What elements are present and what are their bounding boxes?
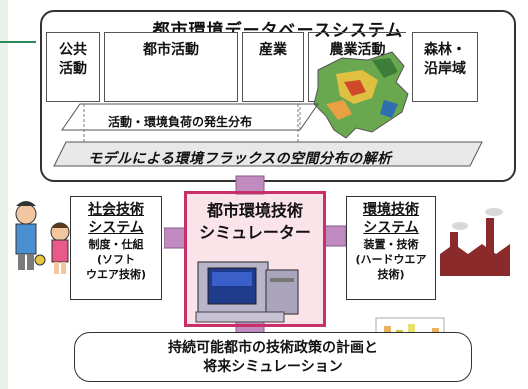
- category-label: 産業: [259, 42, 287, 58]
- urban-environment-simulator: 都市環境技術 シミュレーター: [184, 191, 326, 327]
- simulator-title-line2: シミュレーター: [199, 223, 311, 242]
- category-label: 公共 活動: [59, 42, 87, 77]
- env-sub-line1: 装置・技術: [363, 238, 419, 251]
- flux-analysis-label: モデルによる環境フラックスの空間分布の解析: [88, 151, 392, 167]
- social-sub-line1: 制度・仕組: [88, 238, 144, 251]
- people-illustration: [15, 201, 70, 274]
- social-title-line1: 社会技術: [88, 202, 144, 218]
- regional-map-image: [313, 51, 409, 139]
- simulator-title-line1: 都市環境技術: [206, 201, 303, 220]
- factory-illustration: [440, 208, 510, 276]
- distribution-label: 活動・環境負荷の発生分布: [108, 115, 253, 129]
- computer-icon: [195, 261, 299, 323]
- left-accent-bar: [0, 0, 8, 389]
- category-label: 森林・ 沿岸域: [424, 42, 466, 77]
- env-sub-line3: 技術): [377, 268, 405, 281]
- env-title-line1: 環境技術: [363, 202, 419, 218]
- planning-text: 持続可能都市の技術政策の計画と 将来シミュレーション: [75, 339, 471, 377]
- social-title-line2: システム: [88, 220, 144, 236]
- sustainable-city-planning-box: 持続可能都市の技術政策の計画と 将来シミュレーション: [74, 332, 472, 382]
- social-sub-line3: ウエア技術): [85, 268, 147, 281]
- category-urban-activity: 都市活動: [104, 32, 238, 102]
- social-technology-system-box: 社会技術 システム 制度・仕組 (ソフト ウエア技術): [70, 196, 162, 300]
- planning-text-line2: 将来シミュレーション: [203, 359, 343, 375]
- category-forest-coast: 森林・ 沿岸域: [412, 32, 478, 102]
- category-industry: 産業: [242, 32, 304, 102]
- simulator-title: 都市環境技術 シミュレーター: [187, 200, 323, 244]
- left-accent-line: [0, 41, 36, 43]
- env-title-line2: システム: [363, 220, 419, 236]
- category-public-activity: 公共 活動: [46, 32, 100, 102]
- category-label: 農業活動: [329, 42, 386, 58]
- category-label: 都市活動: [143, 42, 199, 58]
- social-sub-line2: (ソフト: [96, 253, 136, 266]
- environment-technology-system-box: 環境技術 システム 装置・技術 (ハードウエア 技術): [346, 196, 436, 300]
- env-sub-line2: (ハードウエア: [355, 253, 427, 266]
- planning-text-line1: 持続可能都市の技術政策の計画と: [168, 340, 378, 356]
